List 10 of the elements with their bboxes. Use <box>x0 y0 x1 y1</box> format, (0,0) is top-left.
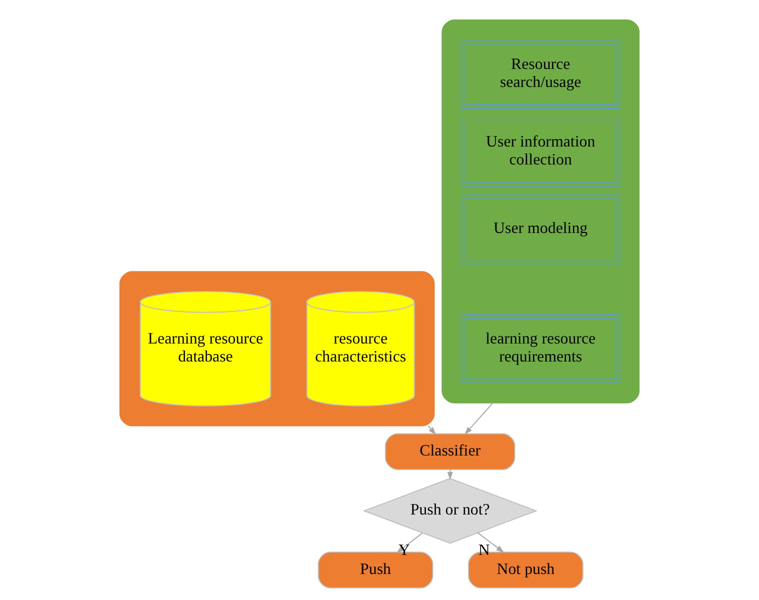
node-box: learning resource requirements <box>461 314 620 384</box>
node-box: Resource search/usage <box>461 39 620 110</box>
node-box: Classifier <box>384 433 516 470</box>
cluster <box>442 20 640 404</box>
cluster <box>119 271 435 426</box>
node-box: User modeling <box>461 194 620 264</box>
node-box: User information collection <box>461 117 620 187</box>
node-diamond: Push or not? <box>362 478 538 544</box>
arrow <box>428 425 436 435</box>
arrow <box>464 402 494 435</box>
